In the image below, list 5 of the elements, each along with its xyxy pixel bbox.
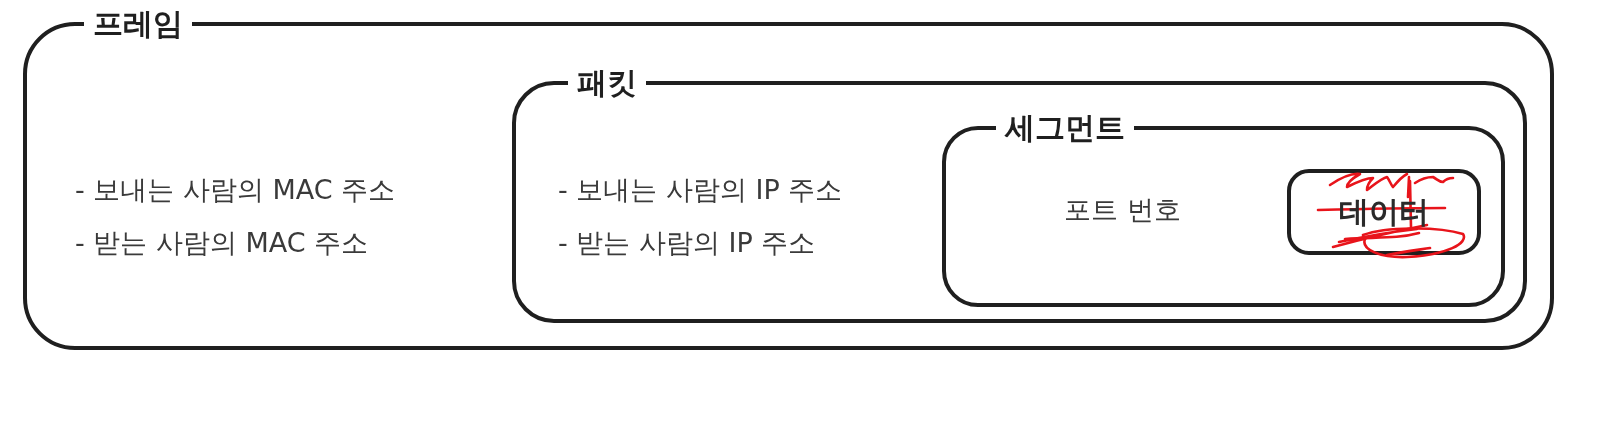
list-item: - 보내는 사람의 MAC 주소 — [75, 174, 396, 206]
list-item: - 받는 사람의 IP 주소 — [558, 227, 817, 259]
list-item: - 받는 사람의 MAC 주소 — [75, 227, 370, 259]
list-item: - 보내는 사람의 IP 주소 — [558, 174, 843, 206]
body-text: 포트 번호 — [1064, 194, 1181, 226]
